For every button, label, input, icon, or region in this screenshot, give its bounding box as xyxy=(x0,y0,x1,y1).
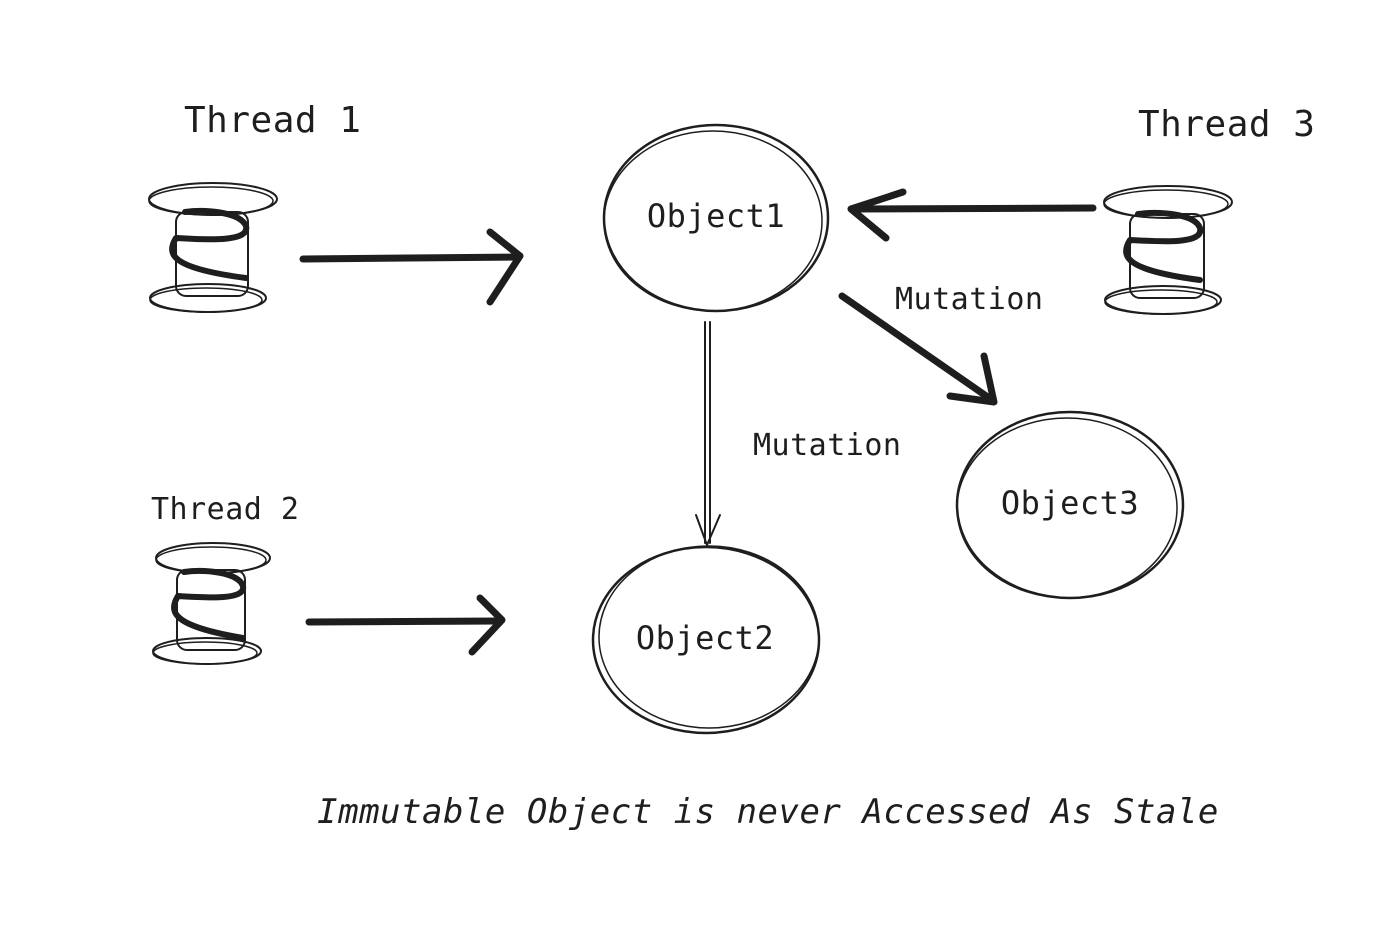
object2-label: Object2 xyxy=(635,619,775,657)
arrow-thread2-to-object2 xyxy=(305,594,506,656)
object3-circle xyxy=(955,410,1185,600)
object1-label: Object1 xyxy=(646,197,786,235)
arrow-thread3-to-object1 xyxy=(847,188,1097,242)
thread1-label: Thread 1 xyxy=(184,100,362,141)
thread1-spool-icon xyxy=(148,182,278,313)
object1-circle xyxy=(602,123,830,313)
arrow-thread1-to-object1 xyxy=(299,228,524,306)
diagram-caption: Immutable Object is never Accessed As St… xyxy=(317,792,1219,832)
object2-circle xyxy=(591,545,821,735)
object3-label: Object3 xyxy=(1000,484,1140,522)
thread3-label: Thread 3 xyxy=(1138,104,1316,145)
thread3-spool-icon xyxy=(1103,185,1233,315)
arrow-object1-to-object3 xyxy=(838,292,998,406)
arrow-object1-to-object2 xyxy=(695,321,721,546)
thread2-label: Thread 2 xyxy=(151,492,300,527)
thread2-spool-icon xyxy=(152,542,271,665)
edge-label-object1-object2: Mutation xyxy=(753,428,902,463)
edge-label-object1-object3: Mutation xyxy=(895,282,1044,317)
